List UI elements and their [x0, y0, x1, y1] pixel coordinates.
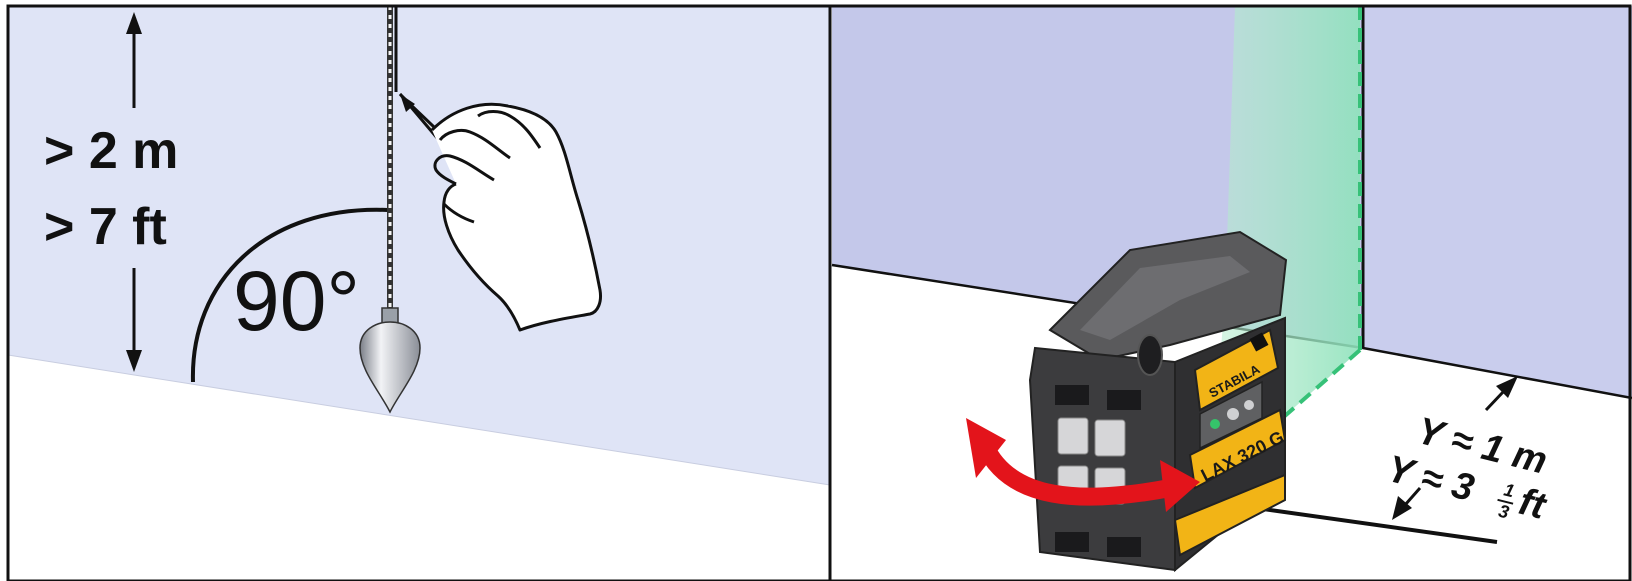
height-metric-label: > 2 m: [44, 122, 178, 180]
left-panel: > 2 m > 7 ft 90°: [8, 6, 830, 581]
power-led-icon: [1210, 419, 1220, 429]
angle-label: 90°: [233, 254, 360, 348]
height-imperial-label: > 7 ft: [44, 198, 167, 256]
mode-button-icon: [1227, 408, 1239, 420]
laser-button-icon: [1244, 400, 1254, 410]
laser-aperture-icon: [1138, 335, 1162, 375]
right-panel-side-wall: [1363, 6, 1632, 398]
right-panel: Y ≈ 1 m Y ≈ 3 1 3 ft STABILA: [830, 6, 1632, 581]
